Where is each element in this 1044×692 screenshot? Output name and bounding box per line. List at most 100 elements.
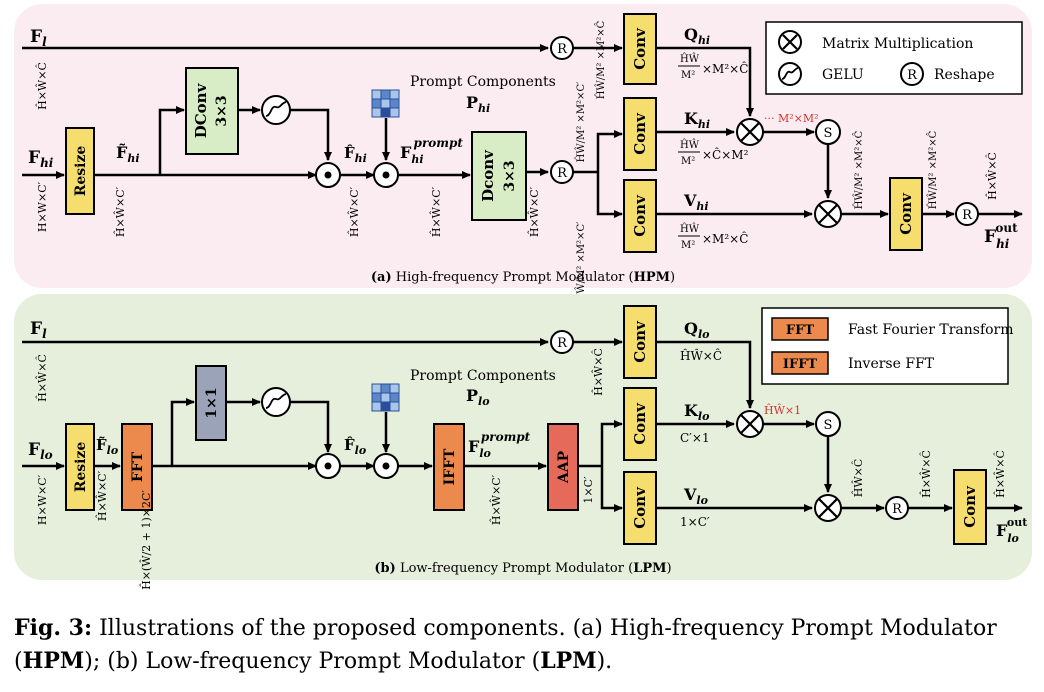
hpm-softmax: S: [815, 119, 841, 145]
lpm-prompt-components-label: Prompt Components: [410, 368, 556, 384]
hpm-dconv-top-label: DConv: [192, 82, 210, 138]
hpm-reshape-kv: R: [550, 160, 574, 184]
hpm-v-label: Vhi: [683, 191, 709, 213]
hpm-q-dim-den: M²: [681, 70, 695, 81]
hpm-dconv-mid-block: [471, 131, 527, 221]
hpm-gelu-icon: [261, 95, 291, 125]
gelu-legend-label: GELU: [822, 67, 864, 83]
caption-lpm: LPM: [540, 648, 597, 674]
hpm-dconv-top-k: 3×3: [214, 95, 230, 126]
hpm-prompt-components-label: Prompt Components: [410, 74, 556, 90]
lpm-matmul-1: [736, 410, 764, 438]
lpm-aap-label: AAP: [556, 450, 572, 484]
matmul-legend-label: Matrix Multiplication: [822, 36, 973, 52]
reshape-legend-label: Reshape: [934, 67, 995, 83]
hpm-conv-v-block: [623, 179, 657, 253]
hpm-reshape-out: R: [955, 202, 979, 226]
hpm-conv-out-block: [889, 177, 923, 251]
lpm-v-label: Vlo: [683, 485, 708, 507]
hpm-resize-block: [65, 127, 95, 215]
hpm-v-dim-den: M²: [681, 240, 695, 251]
lpm-fft-block: [121, 423, 153, 511]
hpm-k-dim-rest: ×Ĉ×M²: [702, 146, 749, 162]
hpm-dim-vert-v: ĤŴ/M² ×M²×C′: [575, 221, 587, 302]
lpm-elementwise-mult-2: [373, 453, 399, 479]
hpm-fprompt: Fhiprompt: [400, 136, 463, 166]
lpm-aap-dim: 1×C′: [582, 476, 595, 504]
lpm-conv-q-label: Conv: [631, 320, 649, 363]
hpm-legend: Matrix Multiplication GELU R Reshape: [765, 21, 1023, 95]
hpm-k-label: Khi: [684, 109, 710, 131]
lpm-ftilde-dim: Ĥ×Ŵ×C′: [95, 470, 109, 521]
lpm-matmul-2: [814, 494, 842, 522]
hpm-elementwise-mult-1: [315, 162, 341, 188]
lpm-fl-label: Fl: [30, 319, 47, 341]
lpm-panel: FFT Fast Fourier Transform IFFT Inverse …: [14, 294, 1032, 590]
hpm-m2m2-label: ··· M²×M²: [764, 112, 819, 125]
lpm-conv-v-block: [623, 471, 657, 545]
lpm-split-to-v: [600, 466, 623, 512]
hpm-gelu-to-mult: [290, 108, 332, 161]
hpm-branch-dconv: [158, 106, 185, 175]
lpm-ifft-label: IFFT: [442, 448, 458, 485]
lpm-hw1-label: ĤŴ×1: [764, 403, 801, 417]
hpm-ftilde: F̃hi: [116, 143, 140, 165]
lpm-v-dim: 1×C′: [680, 515, 710, 529]
lpm-out-dim: Ĥ×Ŵ×Ĉ: [993, 450, 1007, 498]
lpm-gelu-icon: [261, 387, 291, 417]
lpm-split-to-k: [600, 420, 623, 466]
lpm-fft-dim: Ĥ×(Ŵ/2 + 1)×2C′: [139, 490, 153, 590]
figure-caption: Fig. 3: Illustrations of the proposed co…: [14, 612, 1034, 678]
hpm-k-dim-num: ĤŴ: [680, 139, 700, 151]
hpm-out-dim: Ĥ×Ŵ×Ĉ: [985, 152, 999, 200]
hpm-conv-k-block: [623, 97, 657, 171]
hpm-fl-dim: Ĥ×Ŵ×Ĉ: [35, 62, 49, 110]
caption-text-3: ).: [596, 649, 613, 674]
hpm-fprompt-dim: Ĥ×Ŵ×C′: [429, 186, 443, 237]
hpm-reshape-q: R: [550, 36, 574, 60]
hpm-q-label: Qhi: [684, 25, 710, 47]
hpm-prompt-grid-icon: [371, 89, 400, 118]
hpm-conv-out-label: Conv: [897, 192, 915, 235]
hpm-conv-v-label: Conv: [631, 194, 649, 237]
fft-legend-label: Fast Fourier Transform: [848, 322, 1014, 338]
gelu-legend-icon: [778, 62, 802, 86]
svg-text:R: R: [962, 208, 973, 223]
lpm-gelu-to-mult: [290, 400, 332, 453]
lpm-elementwise-mult-1: [315, 453, 341, 479]
hpm-conv-q-block: [623, 13, 657, 85]
svg-text:S: S: [824, 126, 833, 141]
lpm-hwc-dim: ĤŴ×Ĉ: [851, 459, 865, 498]
fft-legend-abbr: FFT: [786, 323, 814, 338]
lpm-softmax: S: [815, 411, 841, 437]
hpm-resize-label: Resize: [73, 146, 89, 197]
svg-text:S: S: [824, 418, 833, 433]
lpm-reshape-q: R: [550, 330, 574, 354]
hpm-dim-vert-attn: ĤŴ/M² ×M²×Ĉ: [853, 130, 865, 209]
hpm-q-dim-num: ĤŴ: [680, 53, 700, 65]
svg-text:R: R: [907, 68, 918, 83]
lpm-flo-label: Flo: [28, 440, 53, 462]
lpm-k-dim: C′×1: [680, 431, 710, 445]
lpm-legend: FFT Fast Fourier Transform IFFT Inverse …: [761, 307, 1014, 385]
lpm-fhat: F̂lo: [344, 436, 366, 457]
lpm-fft-label: FFT: [130, 451, 146, 482]
reshape-legend-icon: R: [900, 62, 924, 86]
ifft-legend-swatch: [771, 351, 829, 375]
lpm-resize-block: [65, 423, 95, 511]
hpm-fl-label: Fl: [30, 27, 47, 49]
caption-text-2: ); (b) Low-frequency Prompt Modulator (: [84, 649, 541, 674]
hpm-q-arrow: [656, 46, 754, 117]
ifft-legend-abbr: IFFT: [783, 357, 818, 372]
lpm-k-label: Klo: [684, 401, 709, 423]
lpm-fout: Floout: [996, 516, 1028, 545]
hpm-fhi-dim: H×W×C′: [36, 181, 49, 232]
matmul-legend-icon: [778, 30, 802, 54]
lpm-q-label: Qlo: [684, 319, 709, 341]
caption-text-1: Illustrations of the proposed components…: [14, 616, 997, 674]
fft-legend-swatch: [771, 317, 829, 341]
svg-text:R: R: [557, 166, 568, 181]
hpm-fhi-label: Fhi: [28, 148, 54, 170]
lpm-r-out-dim: Ĥ×Ŵ×Ĉ: [919, 450, 933, 498]
